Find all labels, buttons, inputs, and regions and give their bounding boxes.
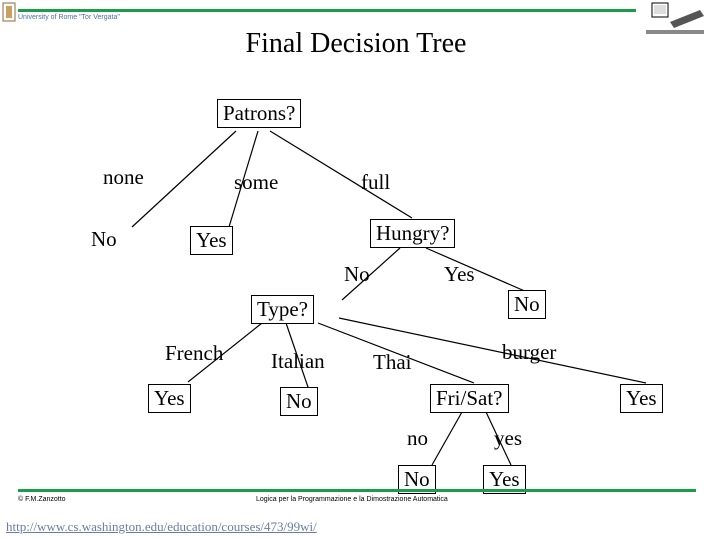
page-title: Final Decision Tree: [245, 28, 467, 59]
branch-french-label: French: [165, 341, 224, 365]
footer-rule: [18, 489, 696, 492]
branch-hungry-yes-label: Yes: [444, 262, 475, 286]
footer-course: Logica per la Programmazione e la Dimost…: [256, 496, 448, 503]
branch-italian-label: Italian: [271, 349, 325, 373]
leaf-some-yes: Yes: [190, 226, 233, 255]
leaf-french-yes: Yes: [148, 384, 191, 413]
patrons-node: Patrons?: [217, 99, 302, 128]
leaf-hungry-yes-no: No: [508, 290, 546, 319]
leaf-none-no: No: [91, 227, 117, 251]
header-rule: [18, 9, 636, 12]
type-node: Type?: [251, 295, 315, 324]
branch-none-label: none: [103, 165, 144, 189]
footer-author: © F.M.Zanzotto: [18, 496, 66, 503]
branch-some-label: some: [234, 170, 279, 194]
branch-hungry-no-label: No: [344, 262, 370, 286]
branch-full-label: full: [361, 170, 391, 194]
hungry-node: Hungry?: [370, 219, 456, 248]
university-label: University of Rome "Tor Vergata": [18, 14, 120, 21]
branch-frisat-no-label: no: [407, 426, 428, 450]
leaf-italian-no: No: [280, 387, 318, 416]
leaf-burger-yes: Yes: [620, 384, 663, 413]
frisat-node: Fri/Sat?: [430, 384, 509, 413]
logo-left-icon: [2, 2, 16, 22]
branch-frisat-yes-label: yes: [494, 426, 522, 450]
logo-right-icon: [644, 2, 706, 36]
branch-burger-label: burger: [502, 340, 557, 364]
source-link[interactable]: http://www.cs.washington.edu/education/c…: [6, 519, 317, 534]
branch-thai-label: Thai: [373, 350, 412, 374]
